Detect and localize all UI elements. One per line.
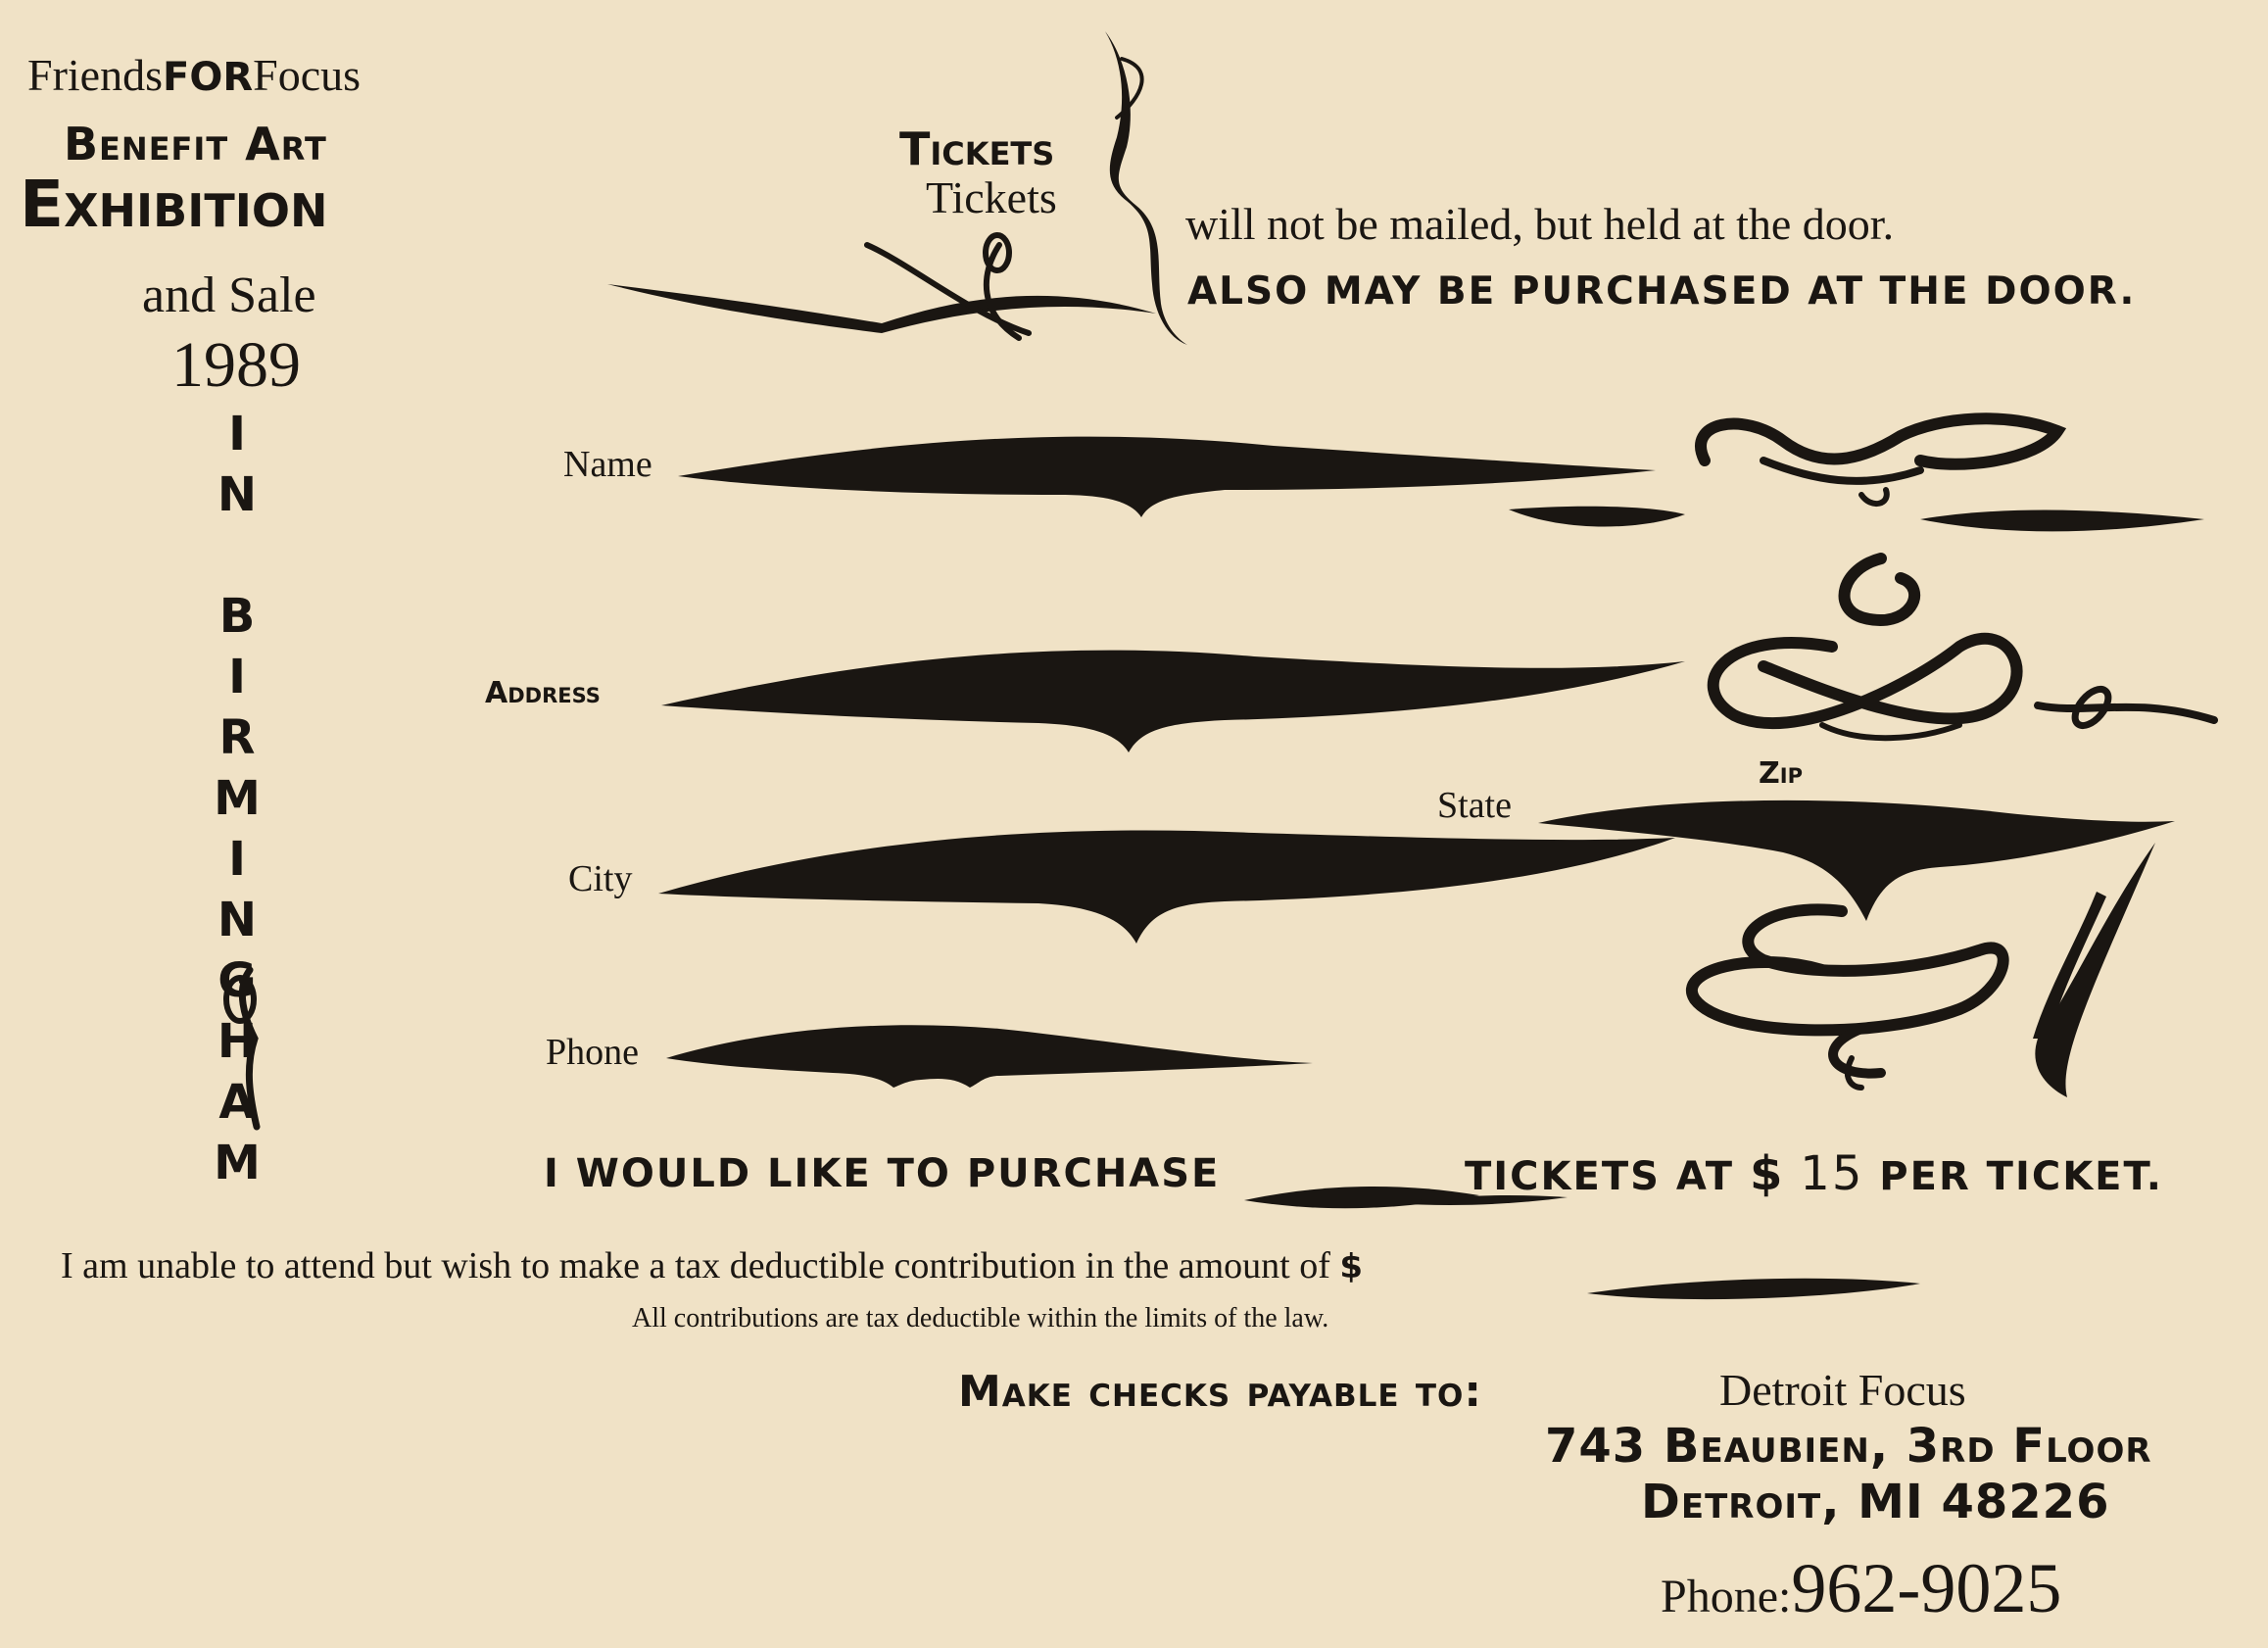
- name-label: Name: [563, 444, 652, 485]
- purchase-suffix: PER TICKET.: [1879, 1154, 2163, 1199]
- brace-flourish: [1105, 31, 1187, 345]
- org-for: FOR: [163, 55, 254, 100]
- address-field-line: [661, 650, 1685, 752]
- purchase-line: TICKETS AT $ 15 PER TICKET.: [1465, 1146, 2163, 1201]
- org-focus: Focus: [253, 50, 362, 100]
- payee-name: Detroit Focus: [1719, 1365, 1966, 1415]
- phone-field-line: [666, 1025, 1313, 1088]
- payee-address-1: 743 Beaubien, 3rd Floor: [1545, 1419, 2152, 1474]
- org-friends: Friends: [27, 50, 163, 100]
- purchase-prefix: I WOULD LIKE TO PURCHASE: [544, 1151, 1221, 1196]
- city-label: City: [568, 858, 633, 899]
- payable-label: Make checks payable to:: [958, 1367, 1482, 1417]
- name-field-line: [678, 436, 1656, 517]
- city-field-line: [658, 830, 1675, 944]
- payee-phone-label: Phone:: [1661, 1571, 1792, 1623]
- zip-label: Zip: [1759, 756, 1803, 791]
- state-zip-field-line: [1538, 800, 2175, 921]
- ornament-top-right: [1509, 412, 2204, 532]
- payee-phone: Phone:962-9025: [1661, 1548, 2061, 1629]
- tickets-underline-flourish: [607, 284, 1156, 333]
- tickets-title-caps: Tickets: [899, 122, 1055, 175]
- location-vertical: IN BIRMINGHAM: [210, 407, 265, 1196]
- contribution-amount-line: [1587, 1278, 1920, 1300]
- org-name: FriendsFORFocus: [27, 49, 361, 101]
- state-label: State: [1437, 785, 1512, 826]
- vertical-flourish: [238, 966, 261, 1131]
- purchase-dollar: $: [1749, 1146, 1785, 1201]
- exhibition-heading: Exhibition: [20, 167, 328, 242]
- phone-label: Phone: [546, 1032, 639, 1073]
- and-sale-heading: and Sale: [142, 267, 316, 323]
- address-label: Address: [485, 676, 601, 710]
- contribution-text: I am unable to attend but wish to make a…: [61, 1244, 1363, 1287]
- ornament-middle-right: [1707, 553, 2218, 742]
- purchase-middle: TICKETS AT: [1465, 1154, 1734, 1199]
- contribution-sentence: I am unable to attend but wish to make a…: [61, 1245, 1330, 1286]
- tickets-title-lower: Tickets: [926, 172, 1057, 222]
- tickets-note-2: ALSO MAY BE PURCHASED AT THE DOOR.: [1187, 269, 2137, 314]
- payee-address-2: Detroit, MI 48226: [1641, 1475, 2110, 1529]
- year: 1989: [171, 329, 301, 401]
- contribution-note: All contributions are tax deductible wit…: [632, 1303, 1329, 1333]
- payee-phone-number: 962-9025: [1791, 1549, 2062, 1627]
- contribution-dollar: $: [1339, 1247, 1364, 1286]
- purchase-price: 15: [1800, 1146, 1864, 1201]
- ornament-bottom-right: [1686, 843, 2155, 1097]
- tickets-note-1: will not be mailed, but held at the door…: [1185, 199, 1895, 249]
- benefit-art-heading: Benefit Art: [64, 118, 327, 170]
